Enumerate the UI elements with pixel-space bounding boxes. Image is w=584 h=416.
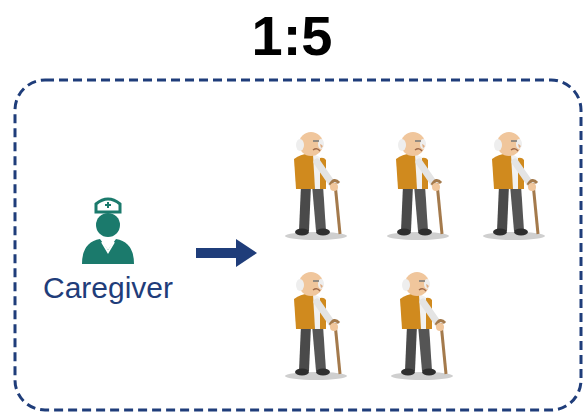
ratio-heading: 1:5 [252,4,333,67]
actor-label: Caregiver [43,270,174,306]
icon-body [82,239,134,264]
elder-figure [387,132,449,240]
dashed-border [15,80,581,410]
arrow [196,239,257,267]
cap-cross [105,202,111,208]
caregiver-icon [78,192,138,264]
icon-head [96,213,120,237]
icon-collar [102,242,114,252]
actor-node: Caregiver [39,192,178,306]
elder-figure [285,272,347,380]
heading-wrap: 1:5 [0,8,584,64]
nurse-cap [96,199,120,212]
elder-figure [483,132,545,240]
elder-figure [285,132,347,240]
elder-figure [391,272,453,380]
